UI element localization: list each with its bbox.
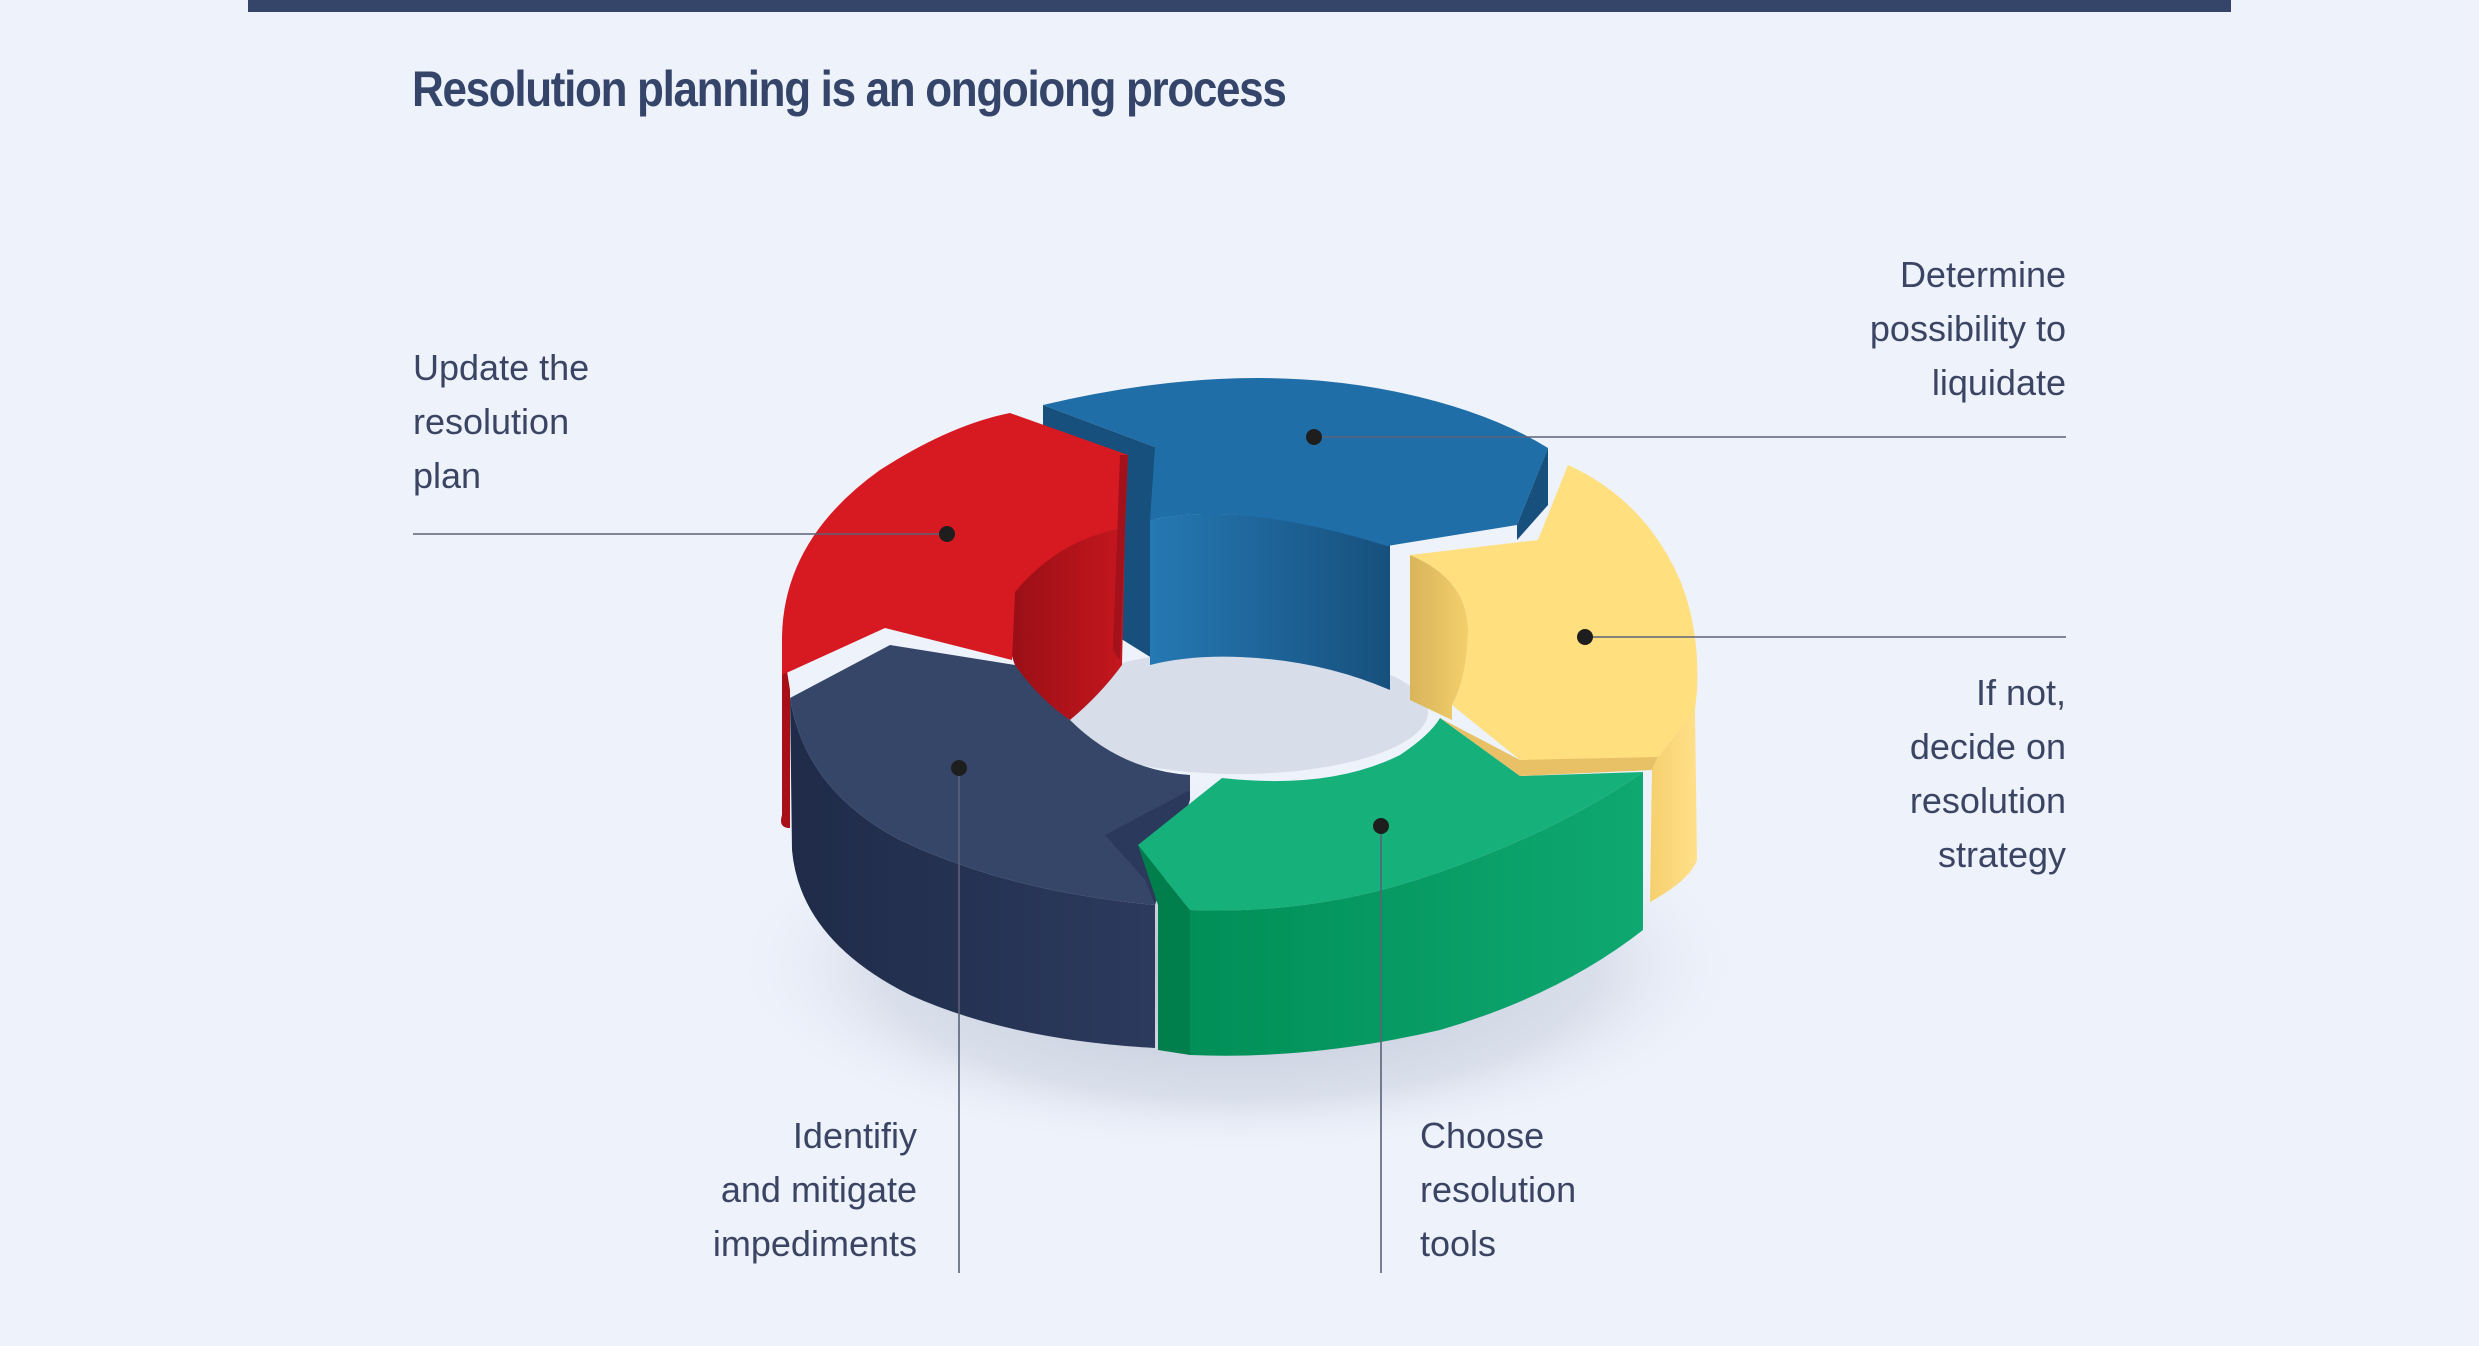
- dot-update: [939, 526, 955, 542]
- marker-dots: [939, 429, 1593, 834]
- label-line: resolution: [413, 401, 570, 442]
- header-bar: [248, 0, 2231, 12]
- label-liquidate: Determine possibility to liquidate: [1870, 248, 2066, 410]
- label-line: tools: [1420, 1223, 1497, 1264]
- dot-strategy: [1577, 629, 1593, 645]
- label-impediments: Identifiy and mitigate impediments: [713, 1109, 917, 1271]
- label-line: and mitigate: [720, 1169, 917, 1210]
- label-line: resolution: [1909, 780, 2066, 821]
- label-line: possibility to: [1869, 308, 2066, 349]
- hole-shadow: [1048, 650, 1428, 774]
- label-line: Update the: [413, 347, 590, 388]
- label-line: liquidate: [1931, 362, 2066, 403]
- dot-liquidate: [1306, 429, 1322, 445]
- label-line: Choose: [1420, 1115, 1545, 1156]
- label-line: impediments: [712, 1223, 917, 1264]
- segment-liquidate: [1043, 378, 1548, 690]
- label-tools: Choose resolution tools: [1420, 1109, 1576, 1271]
- segment-strategy: [1410, 465, 1698, 902]
- label-line: Identifiy: [792, 1115, 917, 1156]
- segment-tools: [1138, 718, 1643, 1056]
- dot-impediments: [951, 760, 967, 776]
- label-line: decide on: [1909, 726, 2066, 767]
- segment-update: [781, 413, 1128, 828]
- leader-lines: [413, 436, 2066, 1273]
- label-update: Update the resolution plan: [413, 341, 589, 503]
- label-line: Determine: [1899, 254, 2066, 295]
- label-line: plan: [413, 455, 482, 496]
- label-strategy: If not, decide on resolution strategy: [1910, 666, 2066, 882]
- label-line: resolution: [1420, 1169, 1577, 1210]
- dot-tools: [1373, 818, 1389, 834]
- page-title: Resolution planning is an ongoiong proce…: [412, 61, 1287, 117]
- label-line: If not,: [1975, 672, 2066, 713]
- label-line: strategy: [1937, 834, 2066, 875]
